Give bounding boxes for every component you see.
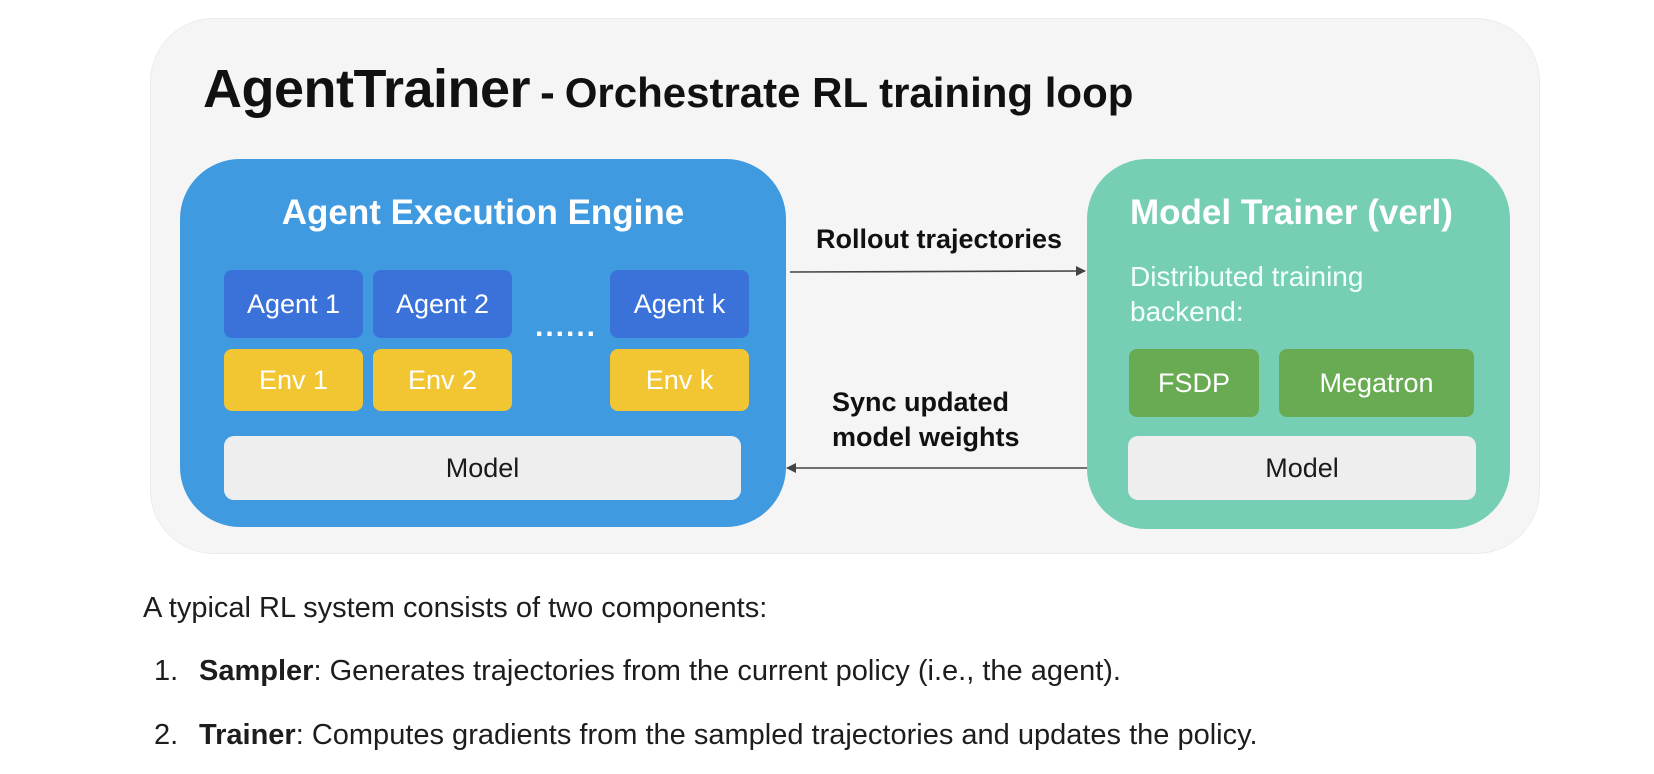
agent-chip-1: Agent 1 <box>224 270 363 338</box>
list-item-term: Sampler <box>199 655 314 687</box>
diagram-title: AgentTrainer-Orchestrate RL training loo… <box>203 58 1133 120</box>
title-subtitle: Orchestrate RL training loop <box>564 69 1134 116</box>
rollout-arrow <box>789 266 1086 277</box>
list-number-2: 2. <box>154 719 179 751</box>
list-item-2: Trainer: Computes gradients from the sam… <box>199 719 1258 752</box>
engine-model-chip: Model <box>224 436 741 500</box>
trainer-description: Distributed training backend: <box>1130 261 1364 327</box>
agent-chip-2: Agent 2 <box>373 270 512 338</box>
trainer-title: Model Trainer (verl) <box>1130 193 1453 232</box>
list-item-term: Trainer <box>199 719 296 751</box>
env-chip-k: Env k <box>610 349 749 411</box>
env-chip-1: Env 1 <box>224 349 363 411</box>
intro-text: A typical RL system consists of two comp… <box>143 592 768 624</box>
agent-execution-engine-box: Agent Execution Engine Agent 1 Agent 2 A… <box>180 159 786 527</box>
engine-title: Agent Execution Engine <box>281 193 685 232</box>
list-item-1: Sampler: Generates trajectories from the… <box>199 655 1121 688</box>
list-item-desc: : Generates trajectories from the curren… <box>313 655 1121 687</box>
env-chip-2: Env 2 <box>373 349 512 411</box>
rollout-label: Rollout trajectories <box>816 224 1063 254</box>
title-dash: - <box>540 68 555 117</box>
sync-label: Sync updated model weights <box>832 387 1020 452</box>
agent-chip-k: Agent k <box>610 270 749 338</box>
ellipsis: ...... <box>535 310 598 343</box>
model-trainer-box: Model Trainer (verl) Distributed trainin… <box>1087 159 1510 529</box>
megatron-chip: Megatron <box>1279 349 1474 417</box>
list-item-desc: : Computes gradients from the sampled tr… <box>295 719 1258 751</box>
fsdp-chip: FSDP <box>1129 349 1259 417</box>
trainer-model-chip: Model <box>1128 436 1476 500</box>
list-number-1: 1. <box>154 655 179 687</box>
title-main: AgentTrainer <box>203 59 531 119</box>
